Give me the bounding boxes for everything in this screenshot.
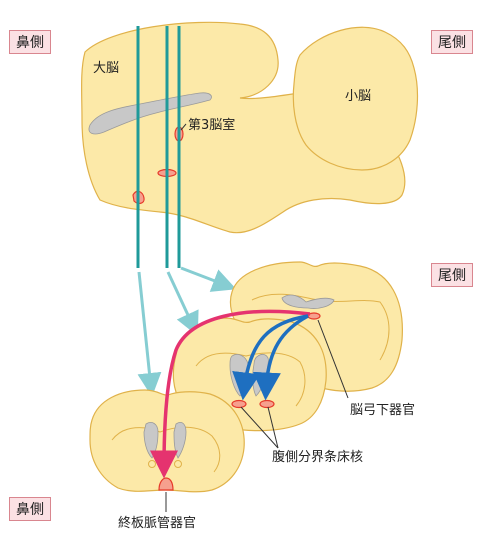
- slice-back-cortex-line: [251, 293, 390, 361]
- front-small-dot-right: [174, 460, 182, 468]
- leader-subfornical: [317, 319, 349, 399]
- bnst-left: [231, 399, 247, 409]
- projection-arrows: [150, 309, 311, 479]
- leader-bnst-right: [267, 406, 279, 449]
- leader-third-ventricle: [180, 123, 187, 131]
- slice-back-ventricle: [281, 294, 335, 309]
- section-arrows: [137, 266, 237, 397]
- cerebrum-shape: [81, 21, 406, 234]
- leader-bnst-left: [240, 406, 279, 449]
- slice-front-cortex-line: [111, 426, 221, 473]
- blue-projection-arrow-left: [232, 314, 309, 401]
- coronal-section-front: [89, 389, 245, 493]
- slice-front-ventricle: [143, 422, 187, 459]
- direction-tag-caudal-mid: 尾側: [431, 263, 473, 287]
- blue-projection-arrow-right: [252, 314, 309, 401]
- label-cerebrum: 大脳: [93, 61, 119, 76]
- label-cerebellum: 小脳: [345, 89, 371, 104]
- sagittal-brain: [81, 21, 419, 234]
- direction-tag-rostral-bottom: 鼻側: [9, 497, 51, 521]
- magenta-projection-arrow: [150, 309, 311, 479]
- label-third-ventricle: 第3脳室: [188, 117, 235, 133]
- label-ovlt: 終板脈管器官: [118, 515, 196, 531]
- cerebellum-shape: [292, 26, 419, 171]
- front-small-dot-left: [148, 460, 156, 468]
- leader-lines: [165, 123, 349, 512]
- region-labels: 大脳 小脳 第3脳室 脳弓下器官 腹側分界条床核 終板脈管器官: [93, 61, 415, 531]
- section-lines: [136, 26, 181, 268]
- bnst-right: [259, 399, 275, 409]
- direction-tag-rostral-top: 鼻側: [9, 30, 51, 54]
- lateral-ventricle: [88, 92, 212, 135]
- label-bnst-ventral: 腹側分界条床核: [272, 449, 363, 465]
- direction-tag-caudal-top: 尾側: [431, 30, 473, 54]
- arrow-to-back-section: [180, 266, 237, 292]
- brain-slice-front: [89, 389, 245, 493]
- arrow-to-middle-section: [166, 271, 199, 337]
- arrow-to-front-section: [137, 271, 162, 397]
- label-subfornical-organ: 脳弓下器官: [350, 402, 415, 418]
